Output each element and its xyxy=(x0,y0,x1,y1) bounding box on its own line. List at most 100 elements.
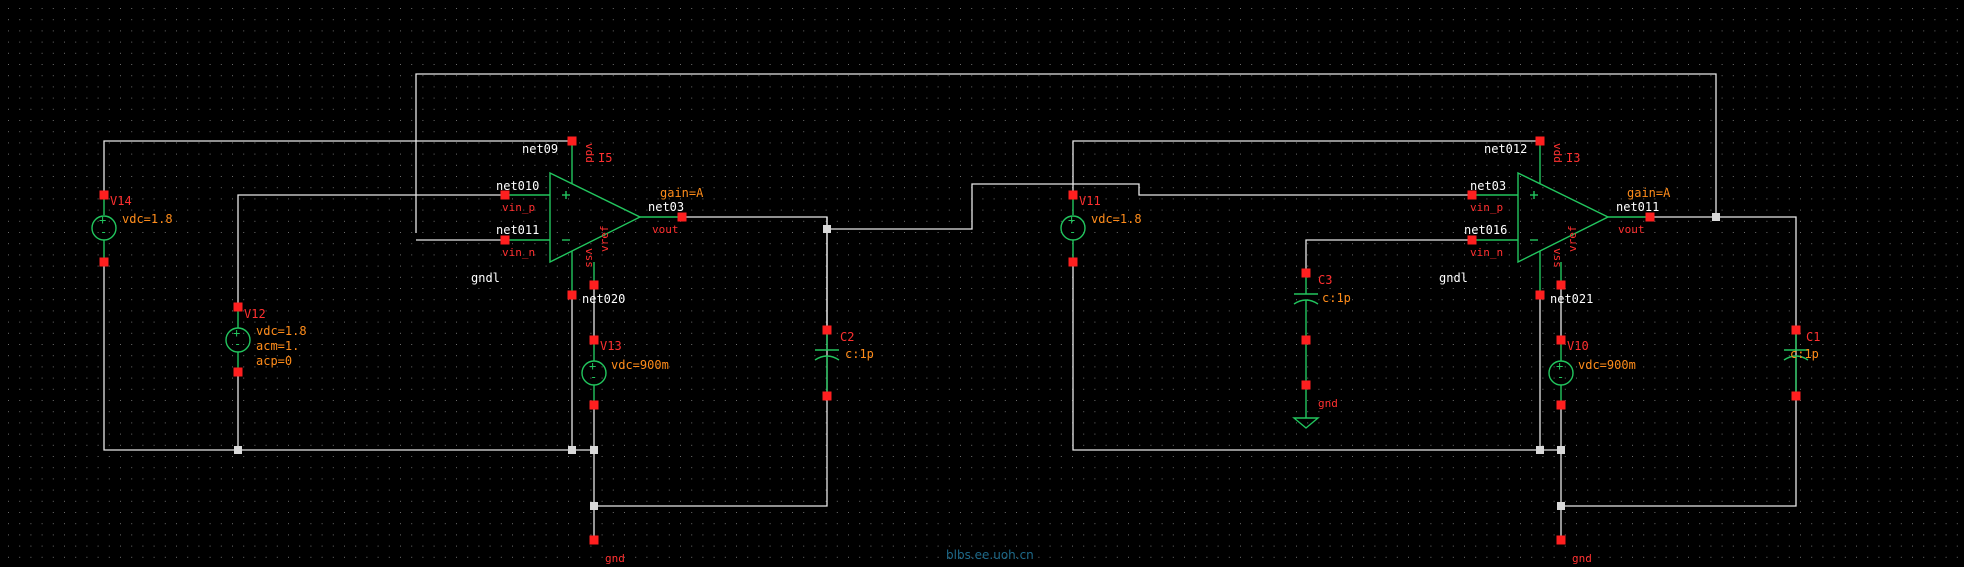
wire-net010[interactable] xyxy=(237,194,505,307)
pin-vref-left: vref xyxy=(598,226,611,253)
inst-label-v11: V11 xyxy=(1079,194,1101,208)
wire-v11-top[interactable] xyxy=(1072,140,1540,195)
terminal-pin[interactable] xyxy=(500,235,510,245)
param-v12-acm: acm=1. xyxy=(256,339,299,353)
param-gain-right: gain=A xyxy=(1627,186,1671,200)
pin-vss-left: vss xyxy=(583,248,596,268)
terminal-pin[interactable] xyxy=(677,212,687,222)
terminal-pin[interactable] xyxy=(1301,335,1311,345)
wire-junction[interactable] xyxy=(590,502,598,510)
pin-vss-right: vss xyxy=(1551,248,1564,268)
wire-junction[interactable] xyxy=(1557,446,1565,454)
wire-junction[interactable] xyxy=(823,225,831,233)
pin-vout-left: vout xyxy=(652,223,679,236)
wire-v14-bottom[interactable] xyxy=(103,262,594,451)
inst-label-v14: V14 xyxy=(110,194,132,208)
pin-vref-right: vref xyxy=(1566,226,1579,253)
terminal-pin[interactable] xyxy=(822,391,832,401)
wire-feedback-top[interactable] xyxy=(415,73,1717,233)
net-label-gndl-right: gndl xyxy=(1439,271,1468,285)
terminal-pin[interactable] xyxy=(1556,535,1566,545)
terminal-pin[interactable] xyxy=(1068,257,1078,267)
net-label-net020: net020 xyxy=(582,292,625,306)
net-label-net021: net021 xyxy=(1550,292,1593,306)
capacitor-c2[interactable] xyxy=(814,330,840,396)
terminal-pin[interactable] xyxy=(589,335,599,345)
inst-label-v12: V12 xyxy=(244,307,266,321)
terminal-pin[interactable] xyxy=(1791,391,1801,401)
wire-junction[interactable] xyxy=(1536,446,1544,454)
param-c2: c:1p xyxy=(845,347,874,361)
inst-label-c2: C2 xyxy=(840,330,854,344)
vsource-v12[interactable]: +- xyxy=(225,307,251,372)
terminal-pin[interactable] xyxy=(1556,335,1566,345)
wire-junction[interactable] xyxy=(568,446,576,454)
param-c3: c:1p xyxy=(1322,291,1351,305)
pin-vin-p-right: vin_p xyxy=(1470,201,1503,214)
param-v10: vdc=900m xyxy=(1578,358,1636,372)
terminal-pin[interactable] xyxy=(1467,190,1477,200)
net-label-net011-left: net011 xyxy=(496,223,539,237)
pin-vdd-left: vdd xyxy=(583,143,596,163)
wire-v14-top[interactable] xyxy=(103,140,572,195)
net-label-net011-right: net011 xyxy=(1616,200,1659,214)
terminal-pin[interactable] xyxy=(1535,290,1545,300)
terminal-pin[interactable] xyxy=(589,535,599,545)
terminal-pin[interactable] xyxy=(99,190,109,200)
param-v11: vdc=1.8 xyxy=(1091,212,1142,226)
pin-vin-p-left: vin_p xyxy=(502,201,535,214)
wire-v11-bottom[interactable] xyxy=(1072,262,1561,451)
net-label-net016: net016 xyxy=(1464,223,1507,237)
pin-vout-right: vout xyxy=(1618,223,1645,236)
net-label-net09: net09 xyxy=(522,142,558,156)
terminal-pin[interactable] xyxy=(1556,280,1566,290)
terminal-pin[interactable] xyxy=(567,290,577,300)
terminal-pin[interactable] xyxy=(500,190,510,200)
param-v12-vdc: vdc=1.8 xyxy=(256,324,307,338)
vsource-v13[interactable]: +- xyxy=(581,340,607,405)
wire-junction[interactable] xyxy=(590,446,598,454)
terminal-pin[interactable] xyxy=(1645,212,1655,222)
vsource-v14[interactable]: +- xyxy=(91,195,117,262)
junctions xyxy=(234,213,1720,510)
wire-link[interactable] xyxy=(827,183,1472,230)
param-v13: vdc=900m xyxy=(611,358,669,372)
terminal-pin[interactable] xyxy=(589,280,599,290)
terminal-pin[interactable] xyxy=(1535,136,1545,146)
param-gain-left: gain=A xyxy=(660,186,704,200)
terminal-pin[interactable] xyxy=(1301,268,1311,278)
ground-label-right: gnd xyxy=(1572,552,1592,565)
terminal-pin[interactable] xyxy=(589,400,599,410)
terminal-pin[interactable] xyxy=(233,367,243,377)
net-label-gndl-left: gndl xyxy=(471,271,500,285)
terminal-pin[interactable] xyxy=(567,136,577,146)
terminal-pin[interactable] xyxy=(1068,190,1078,200)
terminal-pin[interactable] xyxy=(99,257,109,267)
param-v14: vdc=1.8 xyxy=(122,212,173,226)
wire-junction[interactable] xyxy=(234,446,242,454)
wires xyxy=(103,73,1797,540)
watermark: blbs.ee.uoh.cn xyxy=(946,548,1034,562)
terminal-pin[interactable] xyxy=(1467,235,1477,245)
pin-vdd-right: vdd xyxy=(1551,143,1564,163)
terminal-pin[interactable] xyxy=(822,325,832,335)
capacitor-c1[interactable] xyxy=(1783,330,1809,396)
terminal-pin[interactable] xyxy=(1791,325,1801,335)
capacitor-c3[interactable] xyxy=(1292,273,1320,429)
wire-net016[interactable] xyxy=(1305,239,1472,273)
inst-label-i5: I5 xyxy=(598,151,612,165)
wire-junction[interactable] xyxy=(1557,502,1565,510)
net-label-net03-right: net03 xyxy=(1470,179,1506,193)
terminal-pin[interactable] xyxy=(1301,380,1311,390)
terminal-pin[interactable] xyxy=(1556,400,1566,410)
inst-label-c3: C3 xyxy=(1318,273,1332,287)
inst-label-c1: C1 xyxy=(1806,330,1820,344)
wire-junction[interactable] xyxy=(1712,213,1720,221)
grid xyxy=(8,8,1958,558)
opamp-left[interactable] xyxy=(505,141,682,295)
opamp-right[interactable] xyxy=(1472,141,1650,295)
terminal-pin[interactable] xyxy=(233,302,243,312)
net-label-net03-left: net03 xyxy=(648,200,684,214)
param-v12-acp: acp=0 xyxy=(256,354,292,368)
